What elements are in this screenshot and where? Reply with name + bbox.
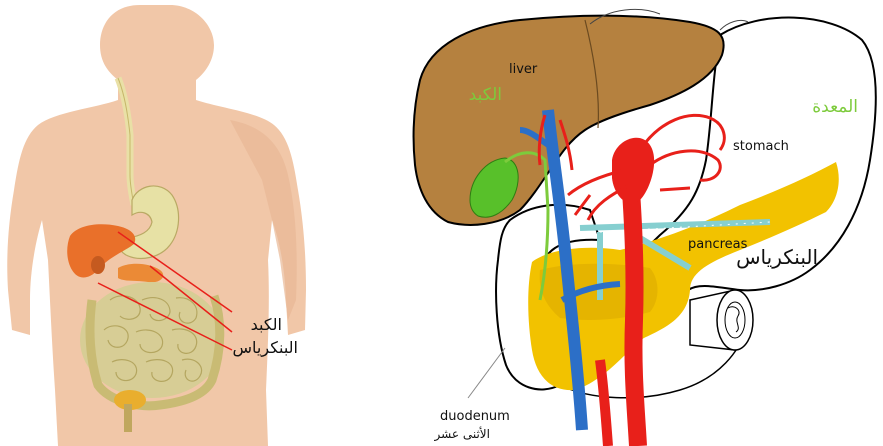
bowel-cross-section [690,290,753,350]
label-liver-en: liver [509,62,538,77]
label-stomach-ar: المعدة [812,97,858,117]
label-duodenum-en: duodenum [440,409,510,424]
left-torso-figure: الكبد البنكرياس [7,5,306,446]
duodenum-leader [468,348,505,398]
label-liver-ar: الكبد [469,85,502,105]
left-label-liver-ar: الكبد [251,315,282,334]
right-organ-figure: liver الكبد المعدة stomach pancreas البن… [414,9,876,446]
lower-vessels [600,360,608,446]
left-label-pancreas-ar: البنكرياس [233,338,299,358]
left-gallbladder [91,256,105,274]
label-duodenum-ar: الأثنى عشر [434,426,490,442]
intestines-area [80,282,224,398]
label-stomach-en: stomach [733,139,789,154]
label-pancreas-ar: البنكرياس [736,245,818,269]
